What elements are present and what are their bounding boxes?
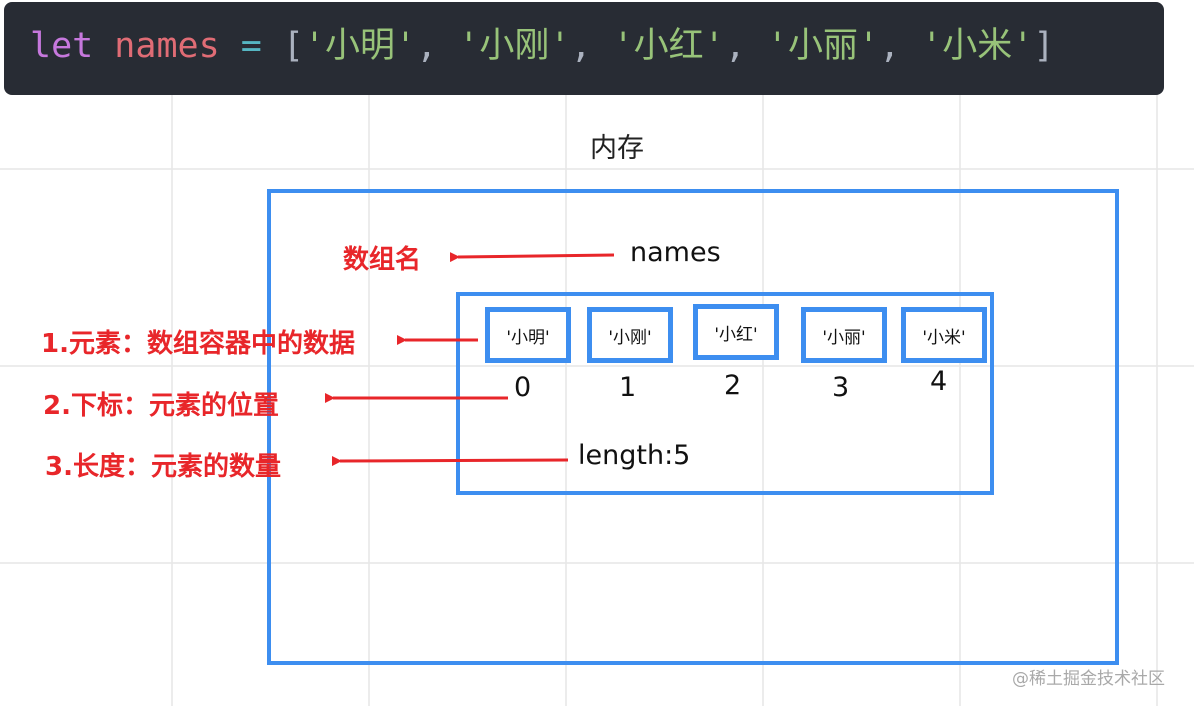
array-name: names xyxy=(630,237,721,268)
code-comma: , xyxy=(724,26,746,66)
code-operator: = xyxy=(240,26,262,66)
code-line: let names = ['小明', '小刚', '小红', '小丽', '小米… xyxy=(30,20,1054,72)
code-string: '小米' xyxy=(921,26,1034,66)
array-element: '小丽' xyxy=(801,307,887,363)
watermark: @稀土掘金技术社区 xyxy=(1012,669,1165,689)
array-index: 4 xyxy=(930,366,948,397)
label-element: 1.元素：数组容器中的数据 xyxy=(41,329,355,359)
code-comma: , xyxy=(570,26,592,66)
code-string: '小丽' xyxy=(766,26,880,66)
array-box xyxy=(456,292,994,495)
label-array-name: 数组名 xyxy=(343,245,422,275)
code-string: '小刚' xyxy=(458,26,571,66)
label-length: 3.长度：元素的数量 xyxy=(45,452,281,482)
code-comma: , xyxy=(416,26,438,66)
code-keyword: let xyxy=(30,26,94,66)
label-index: 2.下标：元素的位置 xyxy=(43,391,279,421)
array-index: 0 xyxy=(514,372,532,403)
array-index: 1 xyxy=(619,372,637,403)
array-element: '小米' xyxy=(901,307,987,363)
code-open-bracket: [ xyxy=(282,26,304,66)
code-snippet: let names = ['小明', '小刚', '小红', '小丽', '小米… xyxy=(4,2,1164,95)
code-string: '小明' xyxy=(303,26,417,66)
array-index: 3 xyxy=(832,372,850,403)
length-text: length:5 xyxy=(578,440,691,471)
memory-title: 内存 xyxy=(590,133,644,164)
array-element: '小红' xyxy=(693,304,779,360)
memory-box xyxy=(267,189,1119,665)
code-close-bracket: ] xyxy=(1033,26,1055,66)
code-string: '小红' xyxy=(612,26,725,66)
code-comma: , xyxy=(879,26,901,66)
array-index: 2 xyxy=(724,370,742,401)
array-element: '小明' xyxy=(485,307,571,363)
array-element: '小刚' xyxy=(587,307,673,363)
code-variable: names xyxy=(114,26,220,66)
